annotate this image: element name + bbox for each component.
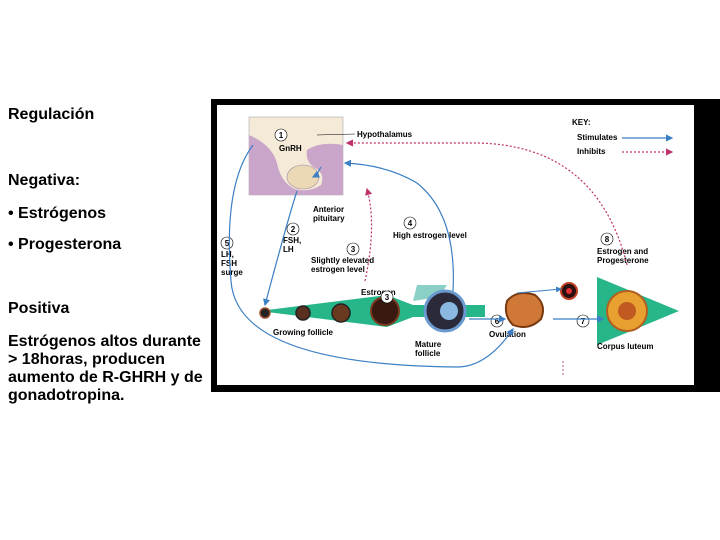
step-3b-circle [380, 290, 394, 304]
label-growing-follicle: Growing follicle [273, 328, 334, 337]
diagram-panel: KEY: Stimulates Inhibits Hypothalamus 1 … [217, 105, 694, 385]
hypothalamus-leader [316, 133, 356, 136]
label-gnrh: GnRH [279, 144, 302, 153]
anterior-pituitary-gland [286, 164, 320, 190]
step-1-circle [274, 128, 288, 142]
ovulation-follicle [504, 292, 544, 328]
key-inhibits-label: Inhibits [577, 147, 606, 156]
step-5: 5 [225, 239, 230, 248]
step-6: 6 [495, 317, 500, 326]
corpus-luteum-core [618, 302, 636, 320]
slight-estrogen-inhibit-arrow [364, 187, 373, 282]
step-2: 2 [291, 225, 296, 234]
follicle-stage-2 [295, 305, 311, 321]
follicle-stage-1 [259, 307, 271, 319]
label-follicle: follicle [415, 349, 441, 358]
label-surge-fsh: FSH [221, 259, 237, 268]
hormonal-regulation-diagram: KEY: Stimulates Inhibits Hypothalamus 1 … [220, 116, 679, 375]
label-progesterone: Progesterone [597, 256, 649, 265]
estrogen-progesterone-inhibit-arrow [345, 139, 628, 266]
step-3-circle [346, 242, 360, 256]
lh-surge-arrow [228, 144, 514, 368]
label-lh: LH [283, 245, 294, 254]
ovum-release-arrow [516, 286, 562, 294]
label-mature: Mature [415, 340, 442, 349]
step-7-circle [576, 314, 590, 328]
label-slightly-elevated: Slightly elevated [311, 256, 374, 265]
label-surge: surge [221, 268, 243, 277]
heading-positiva: Positiva [8, 300, 70, 317]
pituitary-shape [249, 135, 343, 195]
label-anterior: Anterior [313, 205, 344, 214]
label-hypothalamus: Hypothalamus [357, 130, 413, 139]
label-surge-lh: LH, [221, 250, 234, 259]
step-4: 4 [408, 219, 413, 228]
key-title: KEY: [572, 118, 591, 127]
step-3: 3 [351, 245, 356, 254]
title-regulacion: Regulación [8, 106, 95, 123]
label-high-estrogen: High estrogen level [393, 231, 467, 240]
step-8-circle [600, 232, 614, 246]
high-estrogen-arrow [343, 159, 454, 292]
label-ovulation: Ovulation [489, 330, 526, 339]
heading-negativa: Negativa: [8, 172, 81, 189]
step-3b: 3 [385, 293, 390, 302]
bullet-progesterona: • Progesterona [8, 236, 122, 253]
follicle-stage-3 [331, 303, 351, 323]
label-estrogen: Estrogen [361, 288, 396, 297]
step-1: 1 [279, 131, 284, 140]
bullet-estrogenos: • Estrógenos [8, 205, 107, 222]
step-8: 8 [605, 235, 610, 244]
mature-follicle-antrum [440, 302, 458, 320]
fsh-lh-arrow [263, 190, 298, 307]
label-pituitary: pituitary [313, 214, 345, 223]
step-7: 7 [581, 317, 586, 326]
step-5-circle [220, 236, 234, 250]
step-2-circle [286, 222, 300, 236]
positive-description: Estrógenos altos durante > 18horas, prod… [8, 333, 203, 404]
label-estrogen-level: estrogen level [311, 265, 365, 274]
gnrh-arrow [311, 166, 322, 178]
diagram-frame: KEY: Stimulates Inhibits Hypothalamus 1 … [211, 99, 720, 392]
key-stimulates-label: Stimulates [577, 133, 618, 142]
released-ovum-core [566, 288, 572, 294]
label-corpus-luteum: Corpus luteum [597, 342, 653, 351]
label-fsh: FSH, [283, 236, 301, 245]
step-4-circle [403, 216, 417, 230]
